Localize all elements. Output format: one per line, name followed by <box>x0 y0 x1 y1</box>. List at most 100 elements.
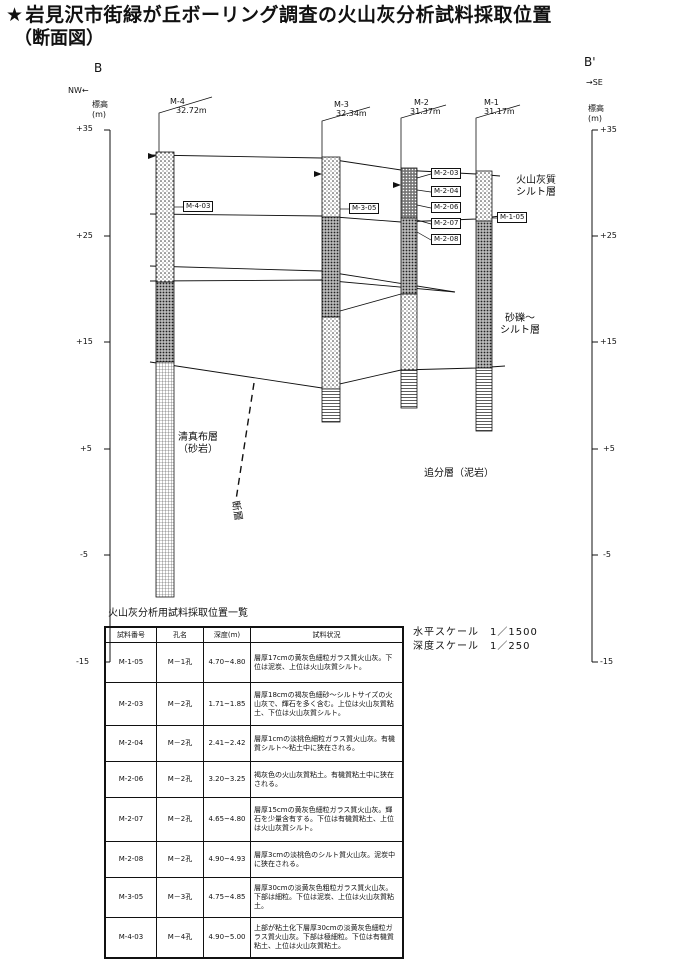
left-tick: +5 <box>80 444 92 453</box>
fault-line <box>235 382 255 501</box>
sample-leaders <box>174 173 497 241</box>
sample-id: M-2-03 <box>104 682 157 726</box>
column-header: 試料状況 <box>250 626 404 643</box>
vertical-scale: 深度スケール 1／250 <box>413 641 531 652</box>
direction-right: →SE <box>586 78 603 87</box>
depth: 3.20~3.25 <box>203 761 251 798</box>
depth: 4.90~5.00 <box>203 917 251 958</box>
stratum-label-gravel-silt: 砂礫～ シルト層 <box>500 313 540 336</box>
left-tick: +25 <box>76 231 93 240</box>
hole-name: M－2孔 <box>156 797 204 842</box>
right-tick: -15 <box>600 657 614 666</box>
direction-left: NW← <box>68 86 89 95</box>
borehole-name: M-4 <box>170 97 185 106</box>
hole-name: M－1孔 <box>156 642 204 683</box>
right-tick: +35 <box>600 125 617 134</box>
section-end-right: B' <box>584 55 596 69</box>
table-row: M-2-07 M－2孔 4.65~4.80 層厚15cmの黄灰色細粒ガラス質火山… <box>104 797 404 842</box>
sample-id: M-4-03 <box>104 917 157 958</box>
borehole-elevation: 31.37m <box>410 107 441 116</box>
borehole-column-m2 <box>400 167 418 409</box>
right-tick: -5 <box>603 550 611 559</box>
right-axis-unit: (m) <box>588 114 603 123</box>
sample-id: M-3-05 <box>104 877 157 918</box>
table-header-row: 試料番号 孔名 深度(m) 試料状況 <box>104 626 404 643</box>
right-elevation-axis <box>591 129 598 663</box>
sample-id: M-1-05 <box>104 642 157 683</box>
borehole-name: M-1 <box>484 98 499 107</box>
sample-marker: M-4-03 <box>183 201 214 212</box>
sample-marker: M-2-04 <box>431 186 462 197</box>
right-tick: +5 <box>603 444 615 453</box>
right-tick: +15 <box>600 337 617 346</box>
borehole-column-m4 <box>155 151 175 598</box>
sample-id: M-2-06 <box>104 761 157 798</box>
description: 層厚1cmの淡桃色細粒ガラス質火山灰。有機質シルト～粘土中に狭在される。 <box>250 725 404 762</box>
table-row: M-4-03 M－4孔 4.90~5.00 上部が粘土化下層厚30cmの淡黄灰色… <box>104 917 404 958</box>
left-tick: -15 <box>76 657 90 666</box>
left-elevation-axis <box>104 129 111 663</box>
sample-table: 試料番号 孔名 深度(m) 試料状況 M-1-05 M－1孔 4.70~4.80… <box>104 626 404 959</box>
depth: 4.65~4.80 <box>203 797 251 842</box>
description: 層厚30cmの淡黄灰色粗粒ガラス質火山灰。下部は細粒。下位は泥炭、上位は火山灰質… <box>250 877 404 918</box>
hole-name: M－2孔 <box>156 682 204 726</box>
hole-name: M－4孔 <box>156 917 204 958</box>
left-axis-label: 標高 <box>92 100 108 109</box>
stratum-label-oiwake: 追分層（泥岩） <box>424 468 494 479</box>
stratum-label-ash-silt: 火山灰質 シルト層 <box>516 175 556 198</box>
sample-marker: M-2-08 <box>431 234 462 245</box>
sample-marker: M-2-06 <box>431 202 462 213</box>
borehole-elevation: 32.72m <box>176 106 207 115</box>
depth: 4.90~4.93 <box>203 841 251 878</box>
description: 上部が粘土化下層厚30cmの淡黄灰色細粒ガラス質火山灰。下部は極細粒。下位は有機… <box>250 917 404 958</box>
sample-id: M-2-08 <box>104 841 157 878</box>
borehole-elevation: 32.34m <box>336 109 367 118</box>
stratum-label-kiyomaetsu: 清真布層 （砂岩） <box>178 432 218 455</box>
borehole-name: M-2 <box>414 98 429 107</box>
table-row: M-3-05 M－3孔 4.75~4.85 層厚30cmの淡黄灰色粗粒ガラス質火… <box>104 877 404 918</box>
description: 層厚3cmの淡桃色のシルト質火山灰。泥炭中に狭在される。 <box>250 841 404 878</box>
column-header: 孔名 <box>156 626 204 643</box>
depth: 4.70~4.80 <box>203 642 251 683</box>
hole-name: M－2孔 <box>156 761 204 798</box>
left-axis-unit: (m) <box>92 110 107 119</box>
hole-name: M－3孔 <box>156 877 204 918</box>
sample-id: M-2-04 <box>104 725 157 762</box>
section-end-left: B <box>94 61 103 75</box>
description: 褐灰色の火山灰質粘土。有機質粘土中に狭在される。 <box>250 761 404 798</box>
hole-name: M－2孔 <box>156 841 204 878</box>
column-header: 深度(m) <box>203 626 251 643</box>
sample-marker: M-2-03 <box>431 168 462 179</box>
page-title: ★岩見沢市街緑が丘ボーリング調査の火山灰分析試料採取位置 <box>6 4 553 26</box>
column-header: 試料番号 <box>104 626 157 643</box>
left-tick: +35 <box>76 124 93 133</box>
depth: 2.41~2.42 <box>203 725 251 762</box>
right-tick: +25 <box>600 231 617 240</box>
horizontal-scale: 水平スケール 1／1500 <box>413 627 538 638</box>
sample-marker: M-3-05 <box>349 203 380 214</box>
borehole-column-m1 <box>475 170 493 432</box>
hole-name: M－2孔 <box>156 725 204 762</box>
table-row: M-2-06 M－2孔 3.20~3.25 褐灰色の火山灰質粘土。有機質粘土中に… <box>104 761 404 798</box>
description: 層厚18cmの褐灰色細砂～シルトサイズの火山灰で、輝石を多く含む。上位は火山灰質… <box>250 682 404 726</box>
left-tick: +15 <box>76 337 93 346</box>
sample-marker: M-1-05 <box>497 212 528 223</box>
sample-marker: M-2-07 <box>431 218 462 229</box>
description: 層厚15cmの黄灰色細粒ガラス質火山灰。輝石を少量含有する。下位は有機質粘土、上… <box>250 797 404 842</box>
table-row: M-2-08 M－2孔 4.90~4.93 層厚3cmの淡桃色のシルト質火山灰。… <box>104 841 404 878</box>
borehole-elevation: 31.17m <box>484 107 515 116</box>
right-axis-label: 標高 <box>588 104 604 113</box>
left-tick: -5 <box>80 550 88 559</box>
description: 層厚17cmの黄灰色細粒ガラス質火山灰。下位は泥炭、上位は火山灰質シルト。 <box>250 642 404 683</box>
borehole-name: M-3 <box>334 100 349 109</box>
page-subtitle: （断面図） <box>14 28 104 49</box>
depth: 1.71~1.85 <box>203 682 251 726</box>
table-title: 火山灰分析用試料採取位置一覧 <box>108 608 248 619</box>
table-row: M-2-04 M－2孔 2.41~2.42 層厚1cmの淡桃色細粒ガラス質火山灰… <box>104 725 404 762</box>
water-level-marks <box>148 153 401 188</box>
depth: 4.75~4.85 <box>203 877 251 918</box>
borehole-column-m3 <box>321 156 341 423</box>
table-row: M-1-05 M－1孔 4.70~4.80 層厚17cmの黄灰色細粒ガラス質火山… <box>104 642 404 683</box>
sample-id: M-2-07 <box>104 797 157 842</box>
